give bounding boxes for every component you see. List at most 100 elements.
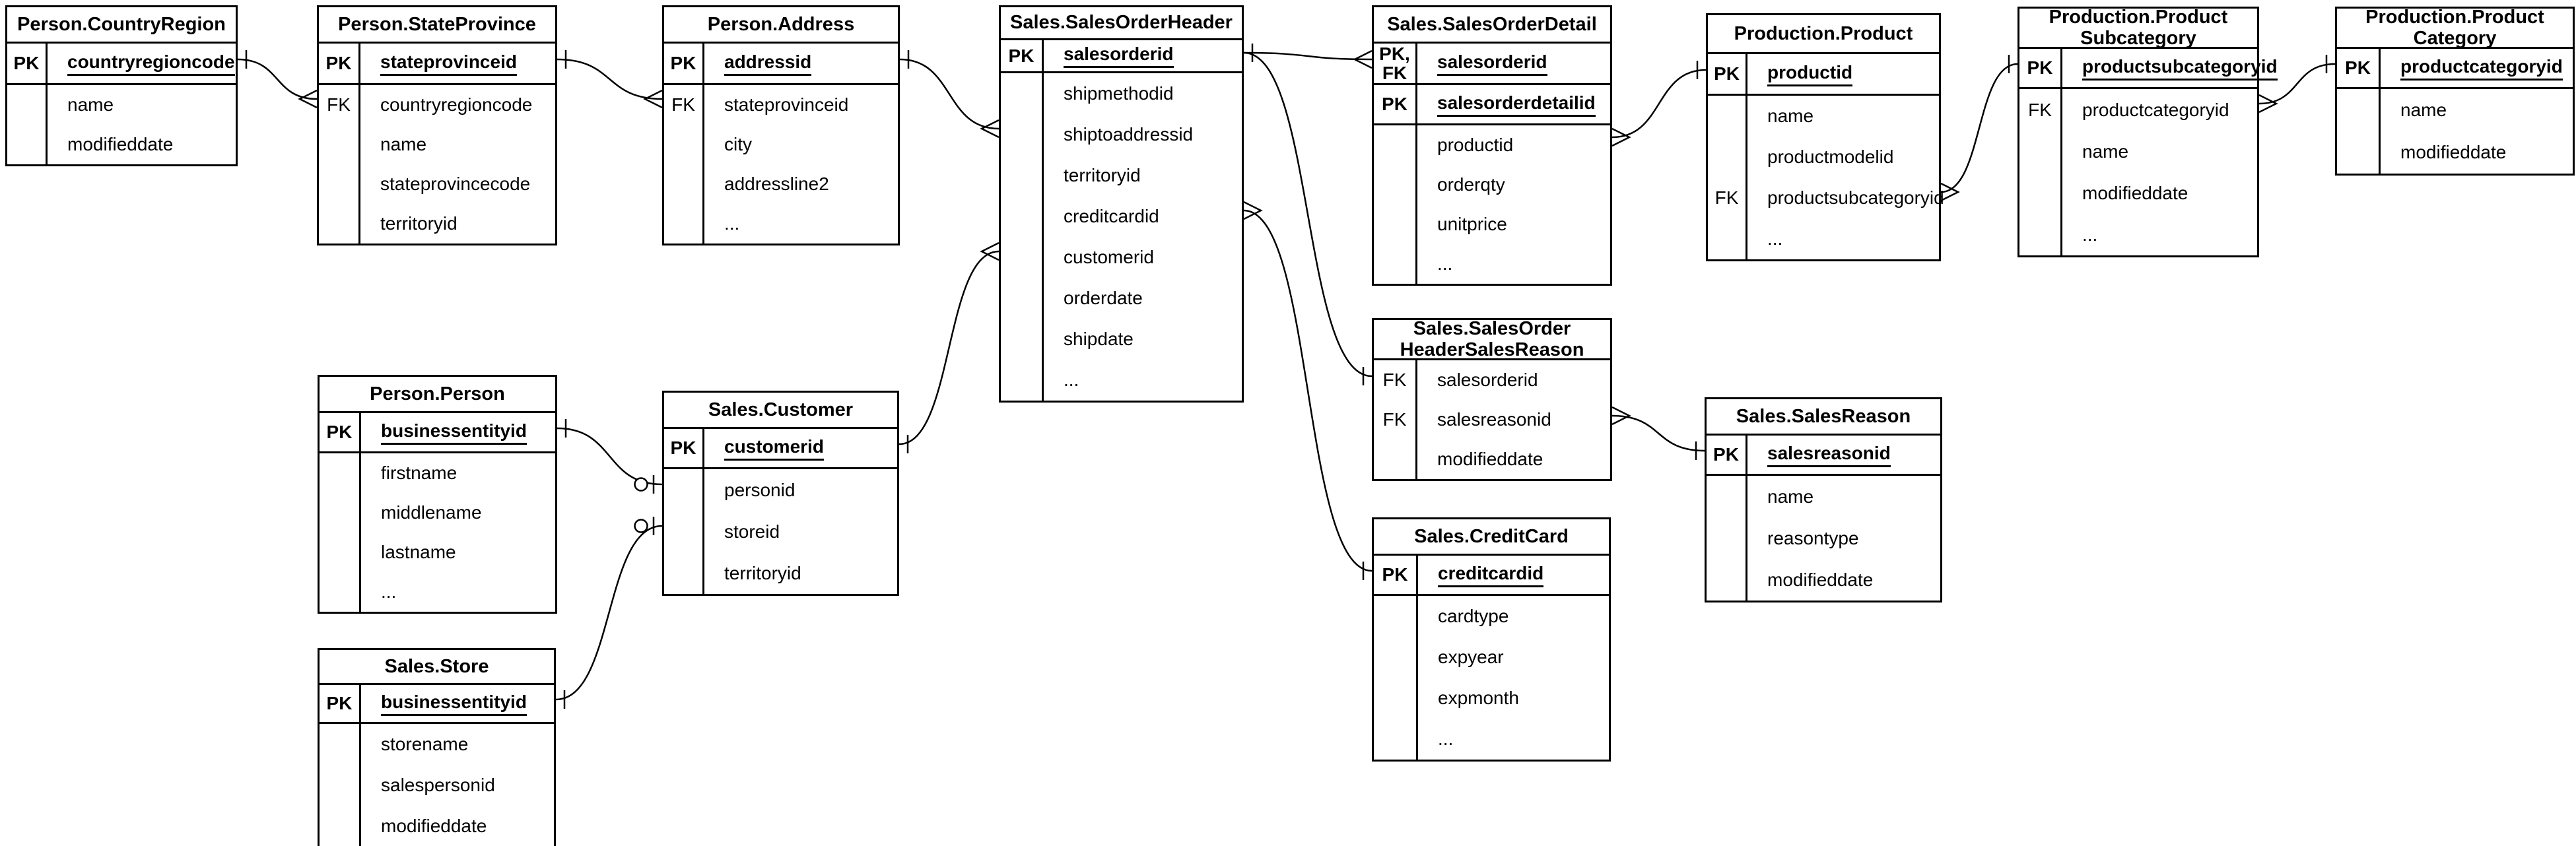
key-badge-text: PK	[326, 693, 353, 714]
attribute-name: shiptoaddressid	[1064, 124, 1194, 145]
key-badge	[7, 125, 46, 164]
key-column: FK	[319, 85, 360, 244]
entity-section: PK customerid	[664, 427, 897, 467]
entity-title: Sales.Store	[320, 650, 554, 683]
attribute-name: salesorderid	[1437, 370, 1538, 390]
attribute-row: modifieddate	[2381, 131, 2573, 174]
attribute-row: orderqty	[1417, 165, 1610, 205]
key-badge	[320, 493, 359, 533]
key-badge-text: FK	[327, 94, 351, 115]
relationship-person-customer[interactable]	[557, 427, 663, 486]
relationship-salesorderheader-salesorderdetail[interactable]	[1243, 51, 1373, 61]
entity-title: Person.Address	[664, 7, 898, 42]
key-badge: PK	[1707, 436, 1746, 474]
entity-title-line: Sales.SalesOrder	[1413, 317, 1571, 339]
relationship-salesorderheader-salesorderheadersalesreason[interactable]	[1243, 51, 1373, 377]
key-badge-text: PK	[1382, 564, 1408, 585]
key-badge-text: PK	[670, 438, 696, 459]
attribute-name: territoryid	[380, 213, 458, 234]
attribute-row: salesreasonid	[1747, 436, 1940, 474]
key-badge	[1001, 319, 1042, 360]
attribute-row: ...	[1747, 218, 1939, 259]
entity-title-line: Subcategory	[2080, 28, 2196, 49]
relationship-product-productsubcategory[interactable]	[1940, 63, 2018, 193]
attribute-row: businessentityid	[361, 413, 555, 451]
relationship-countryregion-stateprovince[interactable]	[237, 58, 318, 100]
entity-title-line: Sales.SalesReason	[1736, 405, 1911, 427]
attribute-name: expmonth	[1438, 688, 1519, 708]
attribute-name: modifieddate	[1767, 569, 1874, 590]
attribute-name: reasontype	[1767, 527, 1859, 548]
attribute-row: unitprice	[1417, 205, 1610, 244]
key-badge	[1001, 73, 1042, 114]
key-badge	[320, 806, 359, 846]
attribute-name: salespersonid	[381, 775, 495, 795]
entity-title: Sales.Customer	[664, 393, 897, 427]
attribute-row: modifieddate	[1417, 439, 1610, 479]
attribute-row: modifieddate	[361, 806, 554, 846]
key-badge: PK	[2019, 49, 2060, 87]
primary-key-name: creditcardid	[1438, 563, 1544, 587]
primary-key-name: customerid	[724, 436, 824, 461]
attribute-row: ...	[361, 572, 555, 612]
key-badge	[1001, 196, 1042, 237]
key-badge: PK, FK	[1374, 44, 1415, 83]
attribute-row: middlename	[361, 493, 555, 533]
relationship-salesorderheadersalesreason-salesreason[interactable]	[1611, 414, 1705, 452]
attribute-name: storename	[381, 734, 469, 754]
attribute-row: productmodelid	[1747, 137, 1939, 178]
key-badge: PK	[1708, 54, 1746, 94]
attribute-name: name	[380, 134, 427, 154]
crowsfoot-marker-creditcard-salesorderheader	[1243, 201, 1263, 220]
key-badge	[1001, 360, 1042, 401]
relationship-creditcard-salesorderheader[interactable]	[1243, 209, 1373, 572]
attribute-row: name	[2381, 89, 2573, 131]
key-badge	[664, 204, 702, 244]
crowsfoot-marker-address-salesorderheader	[980, 119, 1000, 139]
relationship-store-customer[interactable]	[555, 525, 663, 701]
attribute-row: name	[360, 125, 555, 164]
entity-title-line: Category	[2413, 28, 2497, 49]
relationship-address-salesorderheader[interactable]	[899, 58, 1000, 130]
primary-key-name: businessentityid	[381, 692, 527, 716]
key-badge-text: FK	[2028, 99, 2052, 120]
relationship-stateprovince-address[interactable]	[557, 58, 663, 100]
key-column	[1001, 73, 1044, 401]
relationship-salesorderdetail-product[interactable]	[1611, 69, 1707, 139]
attribute-row: modifieddate	[1747, 559, 1940, 601]
entity-title: Sales.CreditCard	[1374, 519, 1609, 554]
key-column: PK	[1001, 40, 1044, 71]
key-badge-text: PK	[1714, 63, 1740, 84]
key-badge-text: PK	[13, 53, 40, 74]
crowsfoot-marker-stateprovince-address	[643, 89, 663, 109]
key-badge: FK	[2019, 89, 2060, 131]
key-badge-text: FK	[1714, 187, 1739, 209]
key-badge-text: PK	[2345, 57, 2371, 79]
attribute-row: productcategoryid	[2062, 89, 2257, 131]
relationship-customer-salesorderheader[interactable]	[898, 250, 1000, 445]
